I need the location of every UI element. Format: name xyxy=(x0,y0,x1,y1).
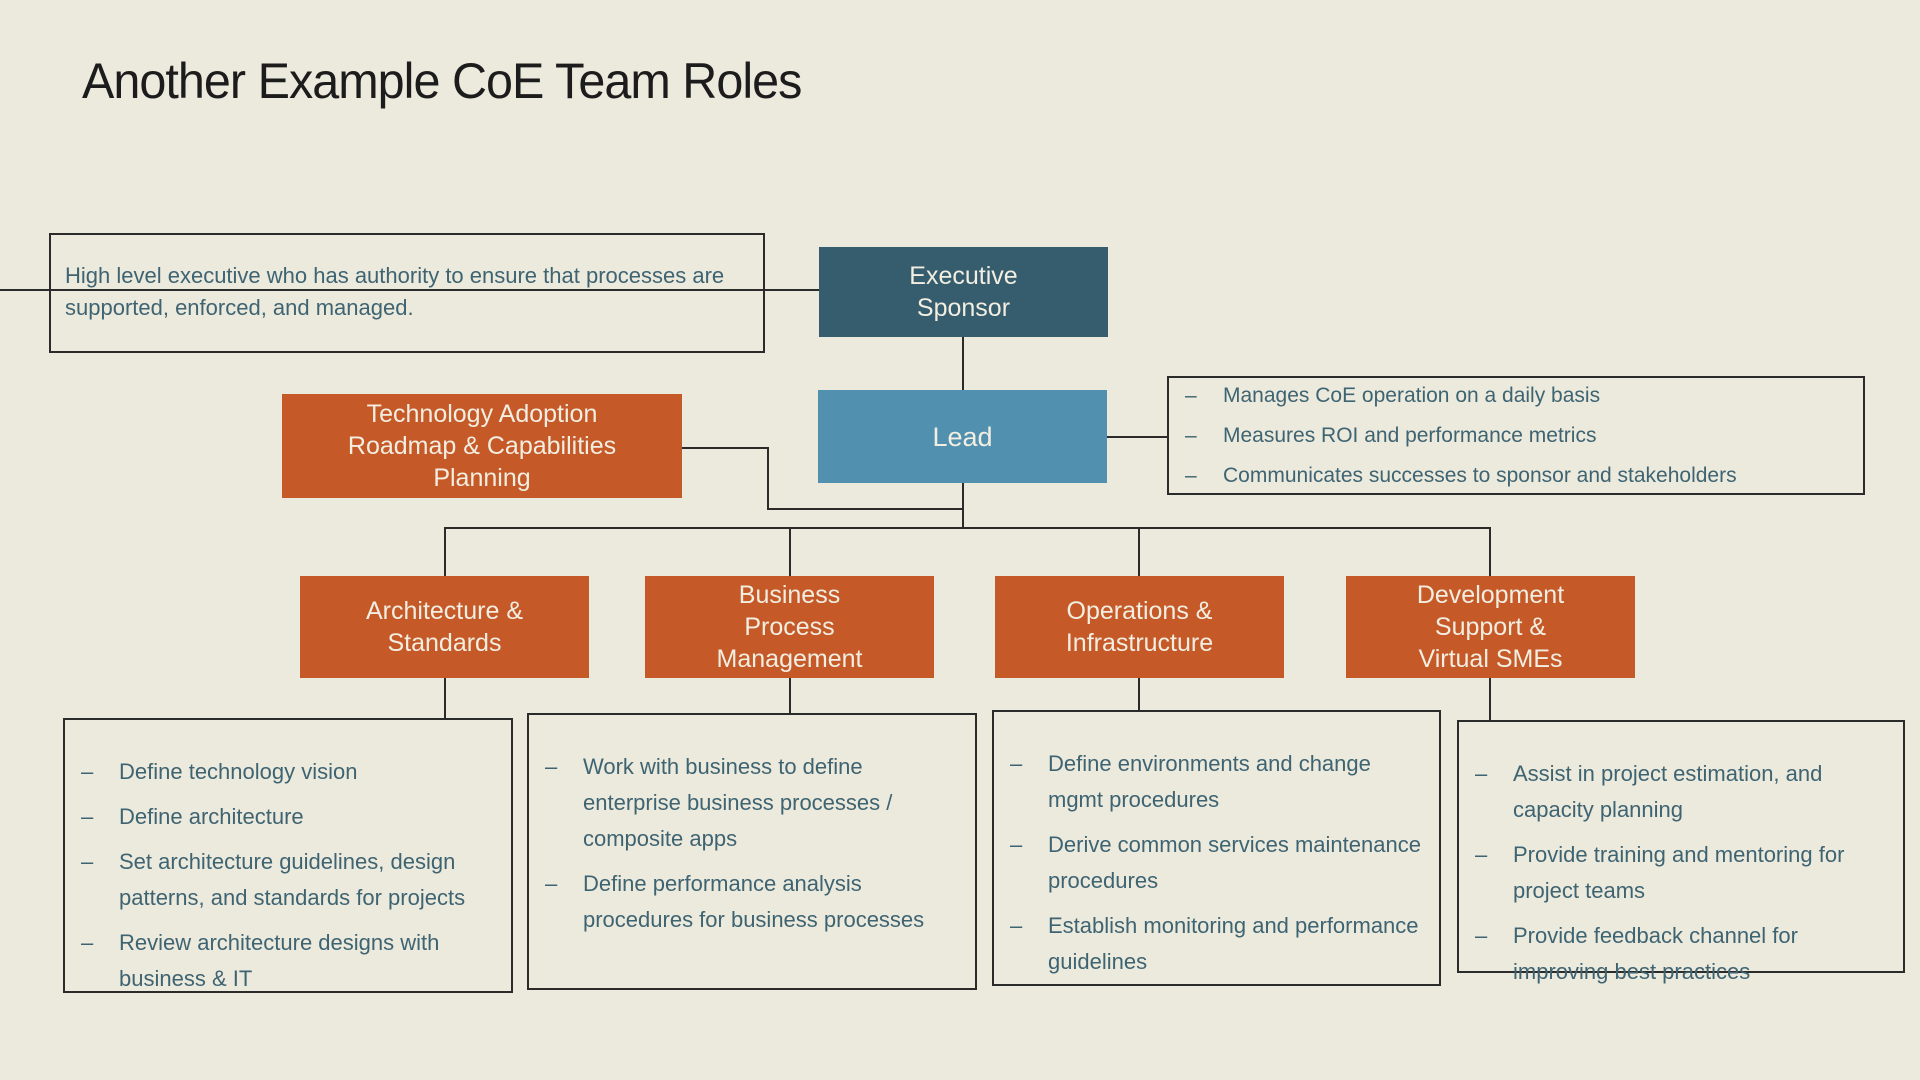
dash-bullet: – xyxy=(545,754,558,779)
connector-development-to-list xyxy=(1489,678,1491,720)
connector-bus-horizontal xyxy=(444,527,1491,529)
dash-bullet: – xyxy=(1475,842,1488,867)
list-item-text: Measures ROI and performance metrics xyxy=(1223,424,1597,447)
dash-bullet: – xyxy=(545,871,558,896)
node-development-support: Development Support & Virtual SMEs xyxy=(1346,576,1635,678)
list-item: – Communicates successes to sponsor and … xyxy=(1173,459,1859,492)
list-item-text: Establish monitoring and performance gui… xyxy=(1048,913,1419,974)
list-item-text: Define technology vision xyxy=(119,759,358,784)
connector-bus-to-architecture xyxy=(444,527,446,576)
dash-bullet: – xyxy=(1010,751,1023,776)
node-technology-adoption-label: Technology Adoption Roadmap & Capabiliti… xyxy=(347,400,617,492)
connector-architecture-to-list xyxy=(444,678,446,718)
node-lead: Lead xyxy=(818,390,1107,483)
node-operations-infrastructure: Operations & Infrastructure xyxy=(995,576,1284,678)
executive-sponsor-note-text: High level executive who has authority t… xyxy=(65,263,725,320)
node-business-process-management: Business Process Management xyxy=(645,576,934,678)
list-item-text: Provide feedback channel for improving b… xyxy=(1513,923,1798,984)
list-item: – Assist in project estimation, and capa… xyxy=(1463,756,1899,828)
node-architecture-standards: Architecture & Standards xyxy=(300,576,589,678)
connector-technology-adoption-elbow-h2 xyxy=(767,508,964,510)
list-item-text: Set architecture guidelines, design patt… xyxy=(119,849,466,910)
development-support-list: – Assist in project estimation, and capa… xyxy=(1459,722,1903,984)
dash-bullet: – xyxy=(81,759,94,784)
business-process-list-box: – Work with business to define enterpris… xyxy=(527,713,977,990)
list-item: – Establish monitoring and performance g… xyxy=(998,908,1435,980)
list-item: – Provide feedback channel for improving… xyxy=(1463,918,1899,990)
connector-bus-to-business-process xyxy=(789,527,791,576)
connector-business-process-to-list xyxy=(789,678,791,713)
list-item-text: Define architecture xyxy=(119,804,304,829)
dash-bullet: – xyxy=(81,930,94,955)
list-item-text: Manages CoE operation on a daily basis xyxy=(1223,384,1601,407)
list-item: – Review architecture designs with busin… xyxy=(69,925,507,997)
dash-bullet: – xyxy=(1185,424,1197,447)
node-executive-sponsor: Executive Sponsor xyxy=(819,247,1108,337)
development-support-list-box: – Assist in project estimation, and capa… xyxy=(1457,720,1905,984)
list-item: – Measures ROI and performance metrics xyxy=(1173,419,1859,452)
business-process-list: – Work with business to define enterpris… xyxy=(529,715,975,988)
lead-responsibilities-list: – Manages CoE operation on a daily basis… xyxy=(1169,378,1863,493)
dash-bullet: – xyxy=(1185,464,1197,487)
connector-operations-to-list xyxy=(1138,678,1140,710)
connector-lead-to-responsibilities xyxy=(1107,436,1167,438)
list-item: – Work with business to define enterpris… xyxy=(533,749,971,857)
list-item-text: Define environments and change mgmt proc… xyxy=(1048,751,1371,812)
operations-list-box: – Define environments and change mgmt pr… xyxy=(992,710,1441,986)
list-item: – Define environments and change mgmt pr… xyxy=(998,746,1435,818)
slide-title: Another Example CoE Team Roles xyxy=(82,53,802,109)
connector-left-edge-to-executive-sponsor xyxy=(0,289,819,291)
node-business-process-management-label: Business Process Management xyxy=(716,581,863,673)
connector-technology-adoption-elbow-v xyxy=(767,447,769,510)
connector-bus-to-operations xyxy=(1138,527,1140,576)
dash-bullet: – xyxy=(1010,913,1023,938)
operations-list: – Define environments and change mgmt pr… xyxy=(994,712,1439,984)
list-item-text: Provide training and mentoring for proje… xyxy=(1513,842,1845,903)
list-item: – Define technology vision xyxy=(69,754,507,790)
executive-sponsor-note-box: High level executive who has authority t… xyxy=(49,233,765,353)
list-item: – Manages CoE operation on a daily basis xyxy=(1173,379,1859,412)
dash-bullet: – xyxy=(1185,384,1197,407)
list-item-text: Communicates successes to sponsor and st… xyxy=(1223,464,1737,487)
architecture-standards-list-box: – Define technology vision – Define arch… xyxy=(63,718,513,993)
list-item: – Derive common services maintenance pro… xyxy=(998,827,1435,899)
list-item: – Define performance analysis procedures… xyxy=(533,866,971,938)
node-architecture-standards-label: Architecture & Standards xyxy=(365,597,523,657)
list-item-text: Derive common services maintenance proce… xyxy=(1048,832,1421,893)
connector-executive-sponsor-to-lead xyxy=(962,337,964,390)
node-development-support-label: Development Support & Virtual SMEs xyxy=(1416,581,1565,673)
dash-bullet: – xyxy=(1010,832,1023,857)
dash-bullet: – xyxy=(1475,923,1488,948)
list-item: – Define architecture xyxy=(69,799,507,835)
connector-bus-to-development xyxy=(1489,527,1491,576)
node-lead-label: Lead xyxy=(932,421,993,452)
list-item-text: Review architecture designs with busines… xyxy=(119,930,440,991)
node-operations-infrastructure-label: Operations & Infrastructure xyxy=(1065,597,1214,657)
list-item: – Provide training and mentoring for pro… xyxy=(1463,837,1899,909)
list-item-text: Work with business to define enterprise … xyxy=(583,754,893,851)
list-item: – Set architecture guidelines, design pa… xyxy=(69,844,507,916)
connector-technology-adoption-elbow-h1 xyxy=(682,447,769,449)
dash-bullet: – xyxy=(81,804,94,829)
dash-bullet: – xyxy=(1475,761,1488,786)
architecture-standards-list: – Define technology vision – Define arch… xyxy=(65,720,511,991)
list-item-text: Assist in project estimation, and capaci… xyxy=(1513,761,1823,822)
lead-responsibilities-box: – Manages CoE operation on a daily basis… xyxy=(1167,376,1865,495)
dash-bullet: – xyxy=(81,849,94,874)
node-executive-sponsor-label: Executive Sponsor xyxy=(909,262,1018,322)
list-item-text: Define performance analysis procedures f… xyxy=(583,871,925,932)
connector-lead-to-bus xyxy=(962,483,964,529)
node-technology-adoption: Technology Adoption Roadmap & Capabiliti… xyxy=(282,394,682,498)
